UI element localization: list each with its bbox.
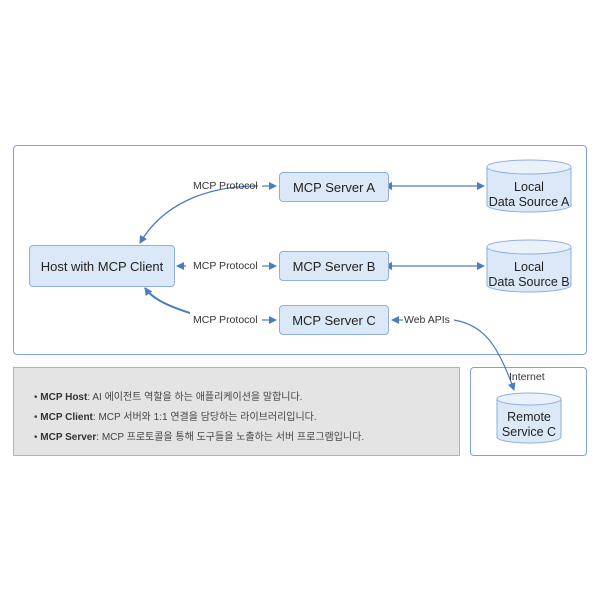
legend-term: MCP Client xyxy=(40,412,93,423)
legend-desc: MCP 프로토콜을 통해 도구들을 노출하는 서버 프로그램입니다. xyxy=(101,432,365,443)
bullet: • xyxy=(34,412,41,423)
arrow-a-to-host xyxy=(139,185,259,244)
legend-sep: : xyxy=(96,432,102,443)
remote-service-c-cylinder xyxy=(496,392,562,444)
web-apis-label: Web APIs xyxy=(404,314,450,326)
local-data-source-b-label: Local Data Source B xyxy=(487,260,571,290)
bullet: • xyxy=(34,392,41,403)
local-a-line2: Data Source A xyxy=(488,195,570,209)
legend-term: MCP Host xyxy=(40,392,88,403)
legend-sep: : xyxy=(92,412,99,423)
legend-desc: AI 에이전트 역할을 하는 애플리케이션을 말합니다. xyxy=(92,392,303,403)
legend-desc: MCP 서버와 1:1 연결을 담당하는 라이브러리입니다. xyxy=(98,412,317,423)
mcp-server-c-node: MCP Server C xyxy=(279,305,389,335)
protocol-label-a: MCP Protocol xyxy=(193,180,258,192)
local-b-line2: Data Source B xyxy=(488,275,570,289)
legend-box: • MCP Host: AI 에이전트 역할을 하는 애플리케이션을 말합니다.… xyxy=(13,367,460,456)
protocol-label-c: MCP Protocol xyxy=(193,314,258,326)
mcp-server-b-node: MCP Server B xyxy=(279,251,389,281)
local-data-source-a-cylinder xyxy=(486,159,572,213)
arrow-c-to-host xyxy=(144,287,191,314)
legend-item-server: • MCP Server: MCP 프로토콜을 통해 도구들을 노출하는 서버 … xyxy=(34,428,364,443)
legend-item-host: • MCP Host: AI 에이전트 역할을 하는 애플리케이션을 말합니다. xyxy=(34,388,302,403)
legend-sep: : xyxy=(87,392,93,403)
local-b-line1: Local xyxy=(514,260,544,274)
arrow-web-apis-to-remote xyxy=(453,319,516,391)
bullet: • xyxy=(34,432,41,443)
legend-term: MCP Server xyxy=(40,432,97,443)
local-data-source-b-cylinder xyxy=(486,239,572,293)
remote-line2: Service C xyxy=(501,425,557,439)
protocol-label-b: MCP Protocol xyxy=(193,260,258,272)
local-data-source-a-label: Local Data Source A xyxy=(487,180,571,210)
mcp-server-a-node: MCP Server A xyxy=(279,172,389,202)
internet-label: Internet xyxy=(509,371,545,383)
host-with-mcp-client-node: Host with MCP Client xyxy=(29,245,175,287)
remote-line1: Remote xyxy=(507,410,551,424)
legend-item-client: • MCP Client: MCP 서버와 1:1 연결을 담당하는 라이브러리… xyxy=(34,408,317,423)
local-a-line1: Local xyxy=(514,180,544,194)
remote-service-c-label: Remote Service C xyxy=(497,410,561,440)
